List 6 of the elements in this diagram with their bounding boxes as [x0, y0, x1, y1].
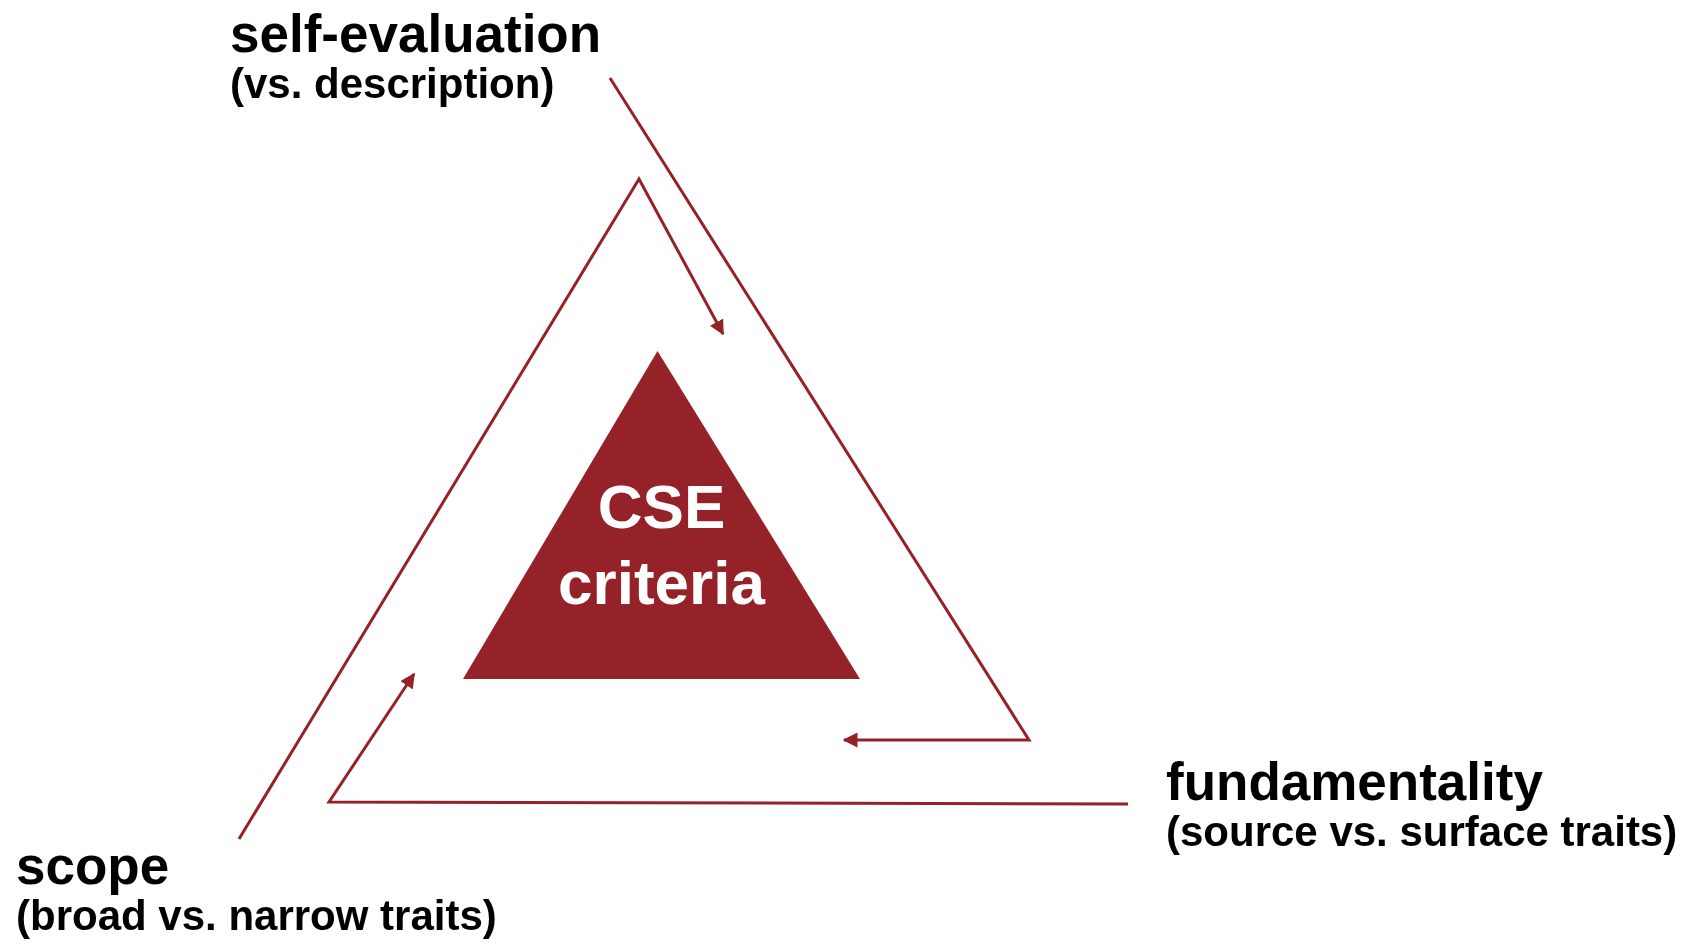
arrow	[608, 77, 1032, 748]
arrow	[326, 672, 1128, 806]
center-label: CSE criteria	[557, 471, 767, 619]
arrow	[237, 176, 725, 840]
criterion-heading: scope	[16, 836, 170, 896]
criterion-heading: fundamentality	[1166, 752, 1543, 812]
